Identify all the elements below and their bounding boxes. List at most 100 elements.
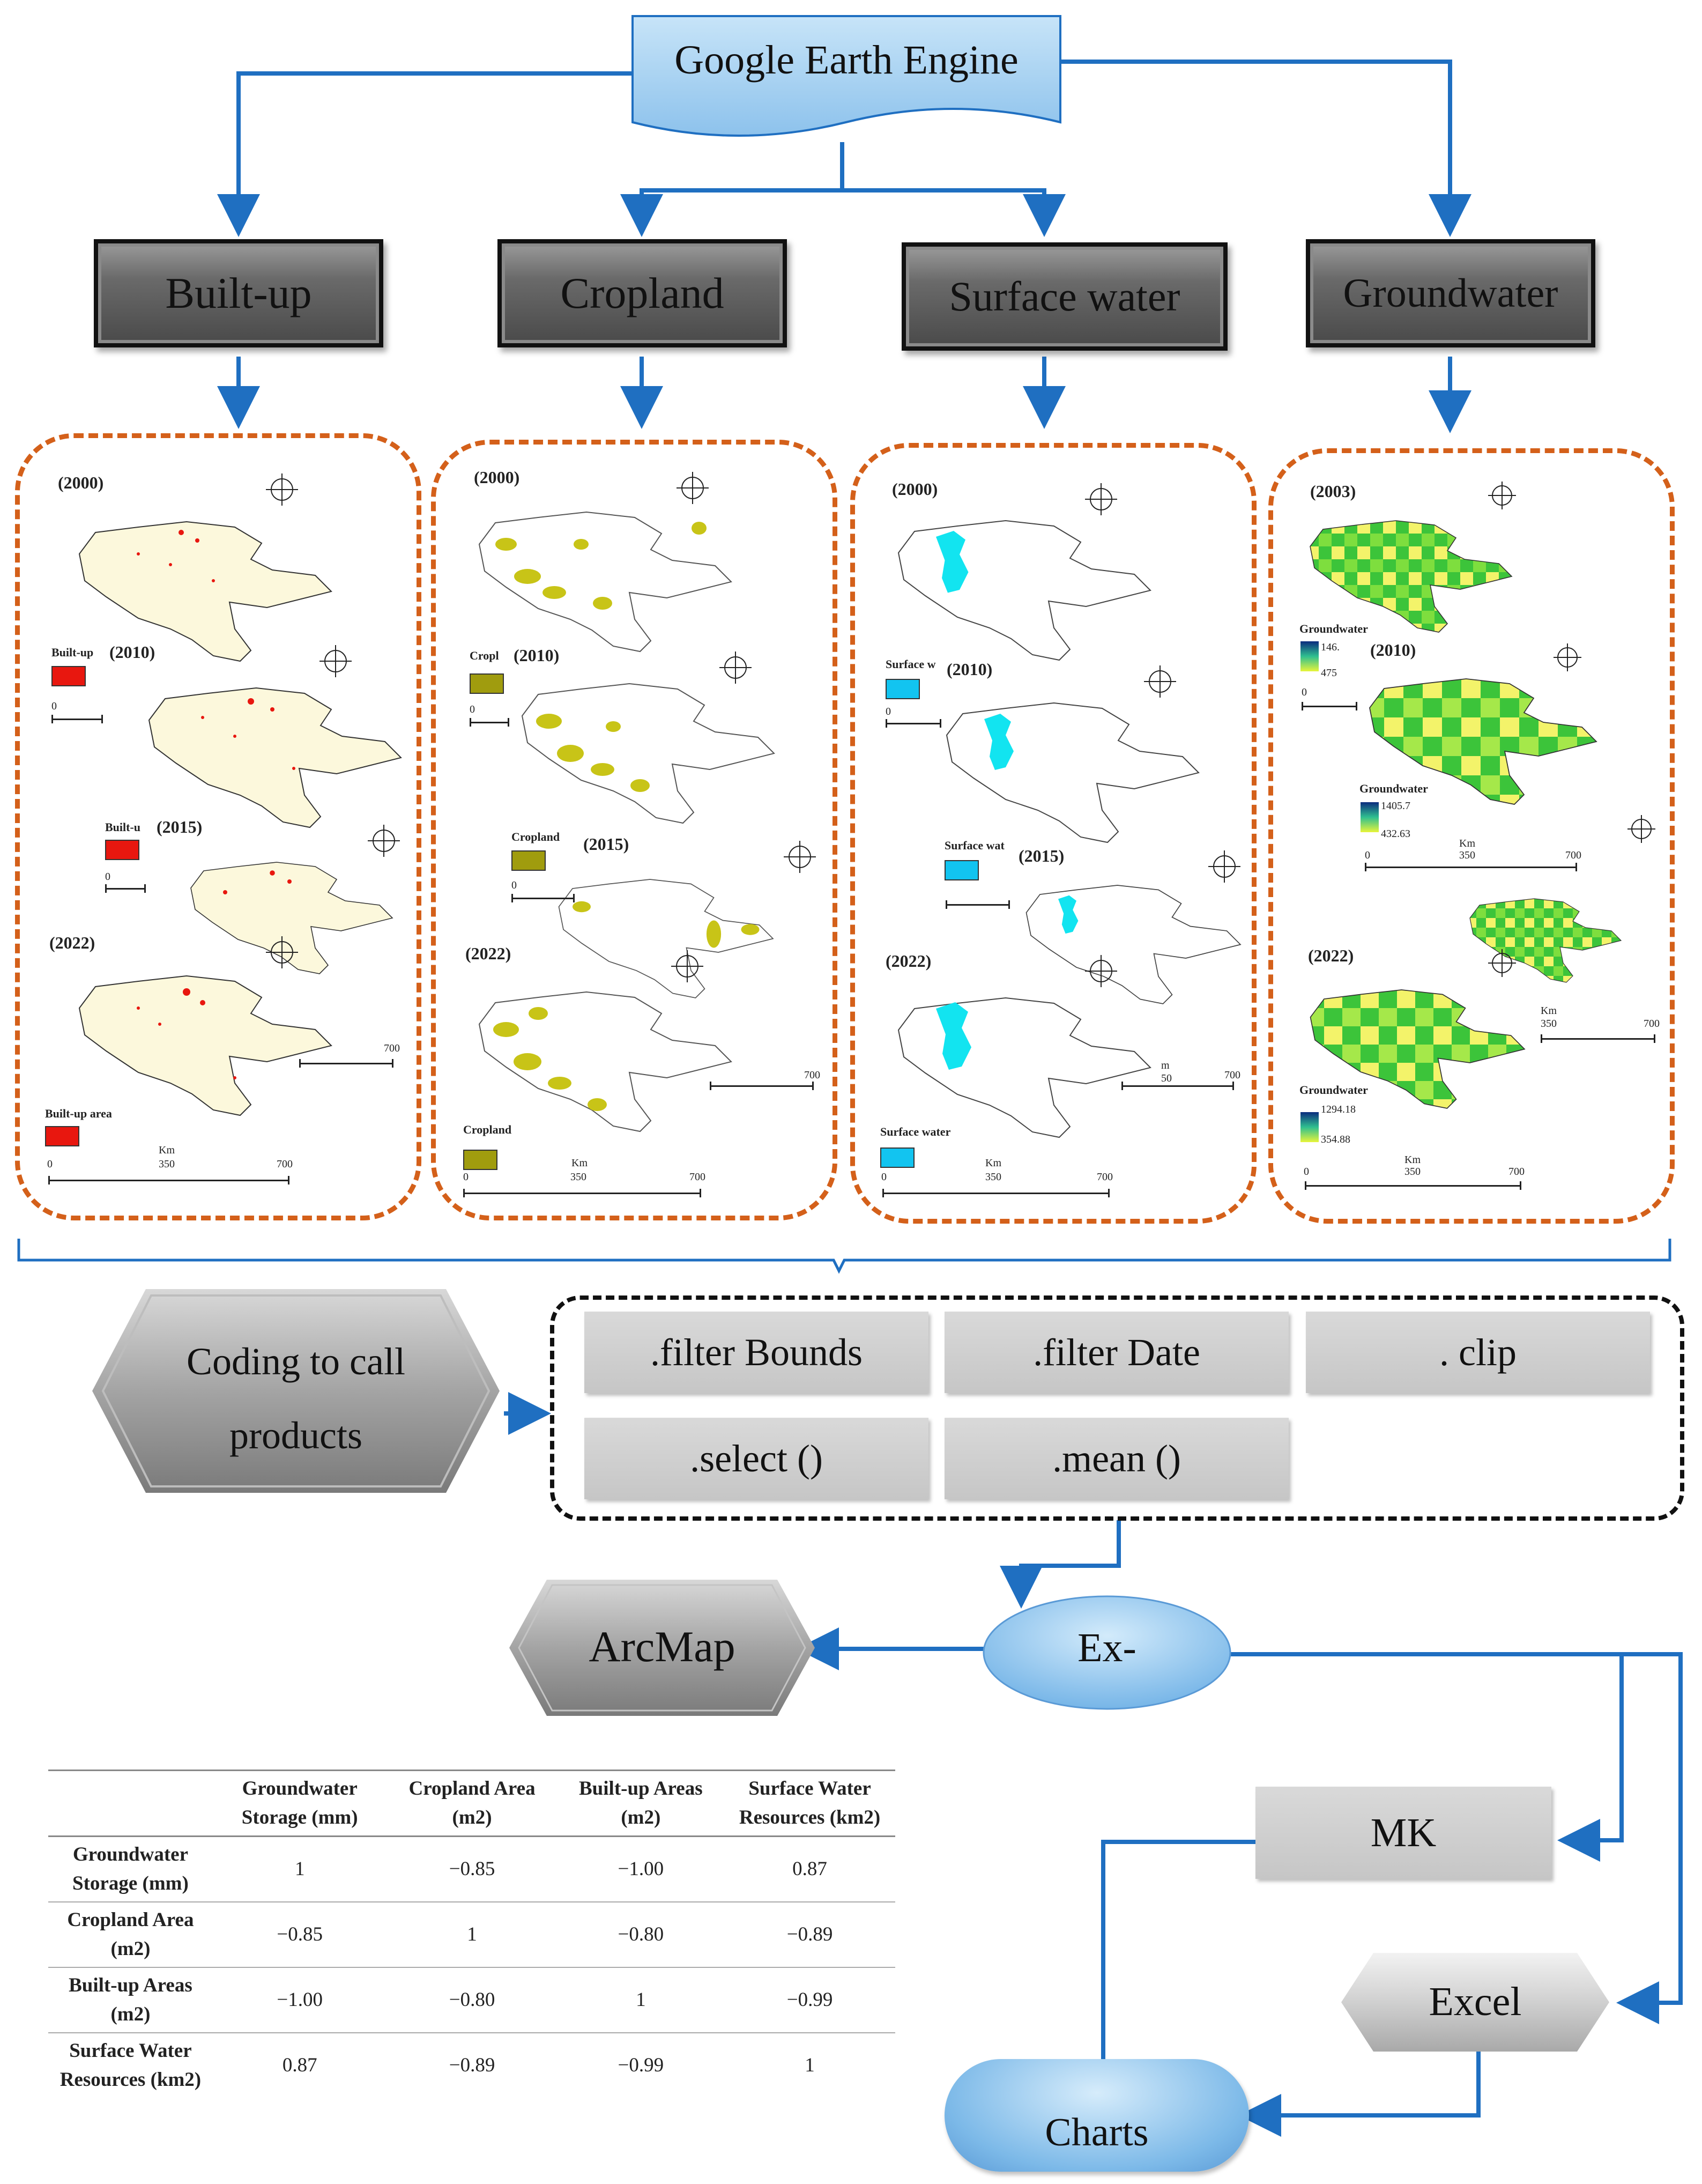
builtup-scalebar-1 [51, 715, 103, 723]
op-select: .select () [584, 1418, 928, 1499]
surfacewater-year-2022: (2022) [886, 951, 932, 971]
table-cell: −0.99 [786, 1989, 833, 2011]
table-cell: 0.87 [792, 1858, 827, 1880]
groundwater-scale-0c: 0 [1304, 1166, 1309, 1178]
export-ellipse [983, 1595, 1231, 1710]
table-cell: −0.99 [618, 2054, 664, 2076]
surfacewater-scale-m: m [1161, 1060, 1170, 1071]
builtup-year-2000: (2000) [58, 473, 104, 492]
table-cell: 1 [805, 2054, 815, 2076]
builtup-scale-700a: 700 [384, 1042, 400, 1054]
table-header-cropland: Cropland Area (m2) [408, 1778, 536, 1828]
surfacewater-scale-0c: 0 [881, 1171, 887, 1183]
cropland-km: Km [571, 1157, 588, 1169]
groundwater-legend-max-3: 1294.18 [1321, 1104, 1356, 1115]
table-header-builtup: Built-up Areas (m2) [579, 1778, 703, 1828]
groundwater-scale-0a: 0 [1302, 686, 1307, 698]
cropland-scalebar-1 [470, 718, 509, 727]
builtup-legend-2: Built-u [105, 820, 141, 834]
builtup-scale-0c: 0 [47, 1158, 53, 1170]
surfacewater-maps [898, 483, 1241, 1138]
groundwater-scalebar-4 [1305, 1181, 1521, 1190]
category-builtup: Built-up [94, 239, 383, 347]
builtup-legend-1: Built-up [51, 646, 94, 659]
gw-map-2015 [1469, 898, 1622, 983]
table-cell: −0.89 [786, 1923, 833, 1945]
groundwater-legend-max-1: 146. [1321, 641, 1340, 653]
row-label: Groundwater Storage (mm) [72, 1844, 189, 1894]
builtup-maps [79, 473, 402, 1116]
gw-map-2003 [1310, 520, 1512, 633]
export-label: Ex- [1077, 1625, 1136, 1670]
groundwater-scale-700c: 700 [1508, 1166, 1525, 1178]
surfacewater-legend-2: Surface wat [945, 839, 1005, 852]
cropland-year-2015: (2015) [583, 834, 629, 854]
op-mean: .mean () [945, 1418, 1289, 1499]
surfacewater-scale-0a: 0 [886, 706, 891, 717]
builtup-scale-0b: 0 [105, 871, 110, 883]
arrow-gee-to-cropland [620, 142, 844, 237]
groundwater-km-2: Km [1459, 838, 1475, 849]
category-cropland: Cropland [497, 239, 787, 347]
row-label: Built-up Areas (m2) [69, 1974, 192, 2025]
cropland-scale-0c: 0 [463, 1171, 469, 1183]
builtup-year-2022: (2022) [49, 933, 95, 952]
surfacewater-legend-1: Surface w [886, 657, 936, 671]
cropland-scalebar-3 [710, 1082, 814, 1090]
builtup-scalebar-4 [48, 1176, 289, 1184]
cropland-year-2010: (2010) [514, 646, 560, 665]
groundwater-year-2022: (2022) [1308, 946, 1354, 965]
row-label: Surface Water Resources (km2) [60, 2040, 202, 2091]
groundwater-legend-min-2: 432.63 [1381, 828, 1410, 840]
groundwater-legend-title-1: Groundwater [1299, 622, 1368, 635]
arrow-gee-to-surfacewater [842, 188, 1066, 237]
surfacewater-swatch-3 [880, 1147, 915, 1168]
groundwater-scalebar-3 [1541, 1034, 1655, 1043]
cropland-scale-350: 350 [570, 1171, 586, 1183]
groundwater-scalebar-2 [1365, 863, 1577, 871]
groundwater-scalebar-1 [1302, 702, 1357, 710]
groundwater-scale-350a: 350 [1459, 849, 1475, 861]
groundwater-legend-min-1: 475 [1321, 667, 1337, 679]
gee-shape [631, 15, 1061, 137]
excel-label: Excel [1429, 1979, 1522, 2024]
crop-map-2015 [558, 879, 774, 998]
google-earth-engine-label: Google Earth Engine [674, 37, 1019, 83]
table-cell: 1 [467, 1923, 477, 1945]
crop-map-2010 [522, 683, 775, 824]
cropland-legend-2: Cropland [511, 830, 560, 843]
table-header-groundwater: Groundwater Storage (mm) [241, 1778, 358, 1828]
correlation-table: Groundwater Storage (mm) Cropland Area (… [48, 1770, 895, 2098]
builtup-year-2010: (2010) [109, 642, 155, 662]
group-bracket [17, 1239, 1671, 1274]
groundwater-km-3: Km [1541, 1005, 1557, 1017]
cropland-year-2022: (2022) [465, 944, 511, 963]
builtup-scale-700b: 700 [277, 1158, 293, 1170]
surfacewater-swatch-2 [945, 860, 979, 880]
op-filter-date: .filter Date [945, 1312, 1289, 1393]
op-clip: . clip [1306, 1312, 1650, 1393]
category-surfacewater: Surface water [902, 242, 1228, 351]
north-arrow-icon [266, 473, 400, 968]
groundwater-scale-350b: 350 [1541, 1018, 1557, 1030]
arcmap-hexagon [509, 1580, 815, 1716]
cropland-scale-0b: 0 [511, 879, 517, 891]
surfacewater-legend-3: Surface water [880, 1125, 951, 1138]
water-map-2022 [898, 997, 1151, 1138]
groundwater-legend-max-2: 1405.7 [1381, 800, 1410, 812]
north-arrow-icon [1488, 482, 1655, 977]
operations-container [550, 1295, 1684, 1521]
table-row: Cropland Area (m2) −0.85 1 −0.80 −0.89 [48, 1902, 895, 1967]
map-2015 [190, 862, 393, 974]
arrow-gee-to-builtup [217, 71, 634, 237]
arrow-export-to-excel [1230, 1652, 1683, 2024]
table-cell: −0.80 [449, 1989, 495, 2011]
surfacewater-km: Km [985, 1157, 1001, 1169]
groundwater-legend-title-2: Groundwater [1359, 782, 1428, 795]
surfacewater-scale-700b: 700 [1097, 1171, 1113, 1183]
excel-hexagon [1341, 1953, 1609, 2052]
groundwater-km-4: Km [1404, 1154, 1421, 1166]
map-2022 [79, 975, 332, 1116]
mk-box: MK [1255, 1787, 1551, 1879]
crop-map-2000 [479, 512, 732, 652]
